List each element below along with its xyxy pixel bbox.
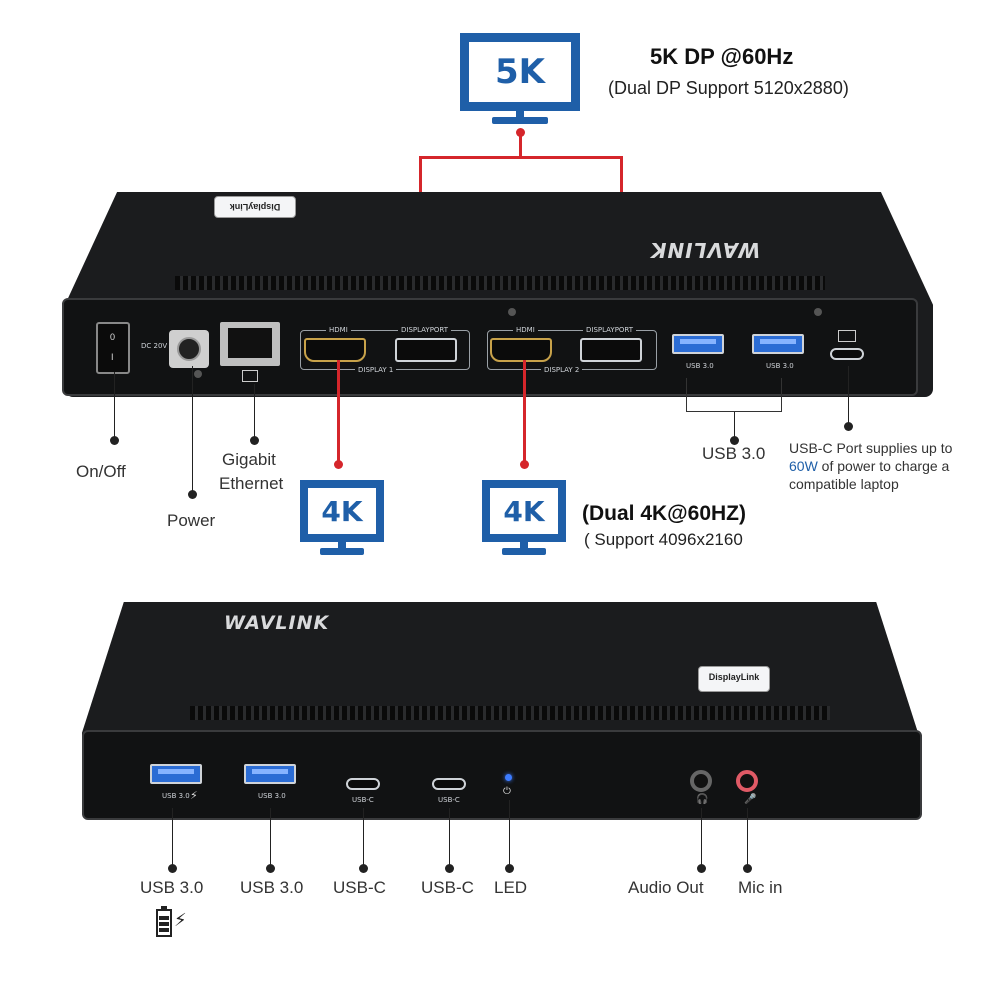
mic-in-jack[interactable] (736, 770, 758, 792)
display1-group-label: DISPLAY 1 (355, 366, 397, 374)
back-usb-label-1: USB 3.0 (686, 362, 714, 370)
power-icon: ⏻ (503, 786, 511, 797)
audio-out-label: Audio Out (628, 878, 704, 897)
displaylink-badge-back: DisplayLink (214, 196, 296, 218)
usbc-power-note-line3: compatible laptop (789, 476, 899, 492)
front-usbc-port-1[interactable] (346, 778, 380, 790)
monitor-4k-left-icon: 4K (300, 480, 384, 556)
led-indicator (505, 774, 512, 781)
back-usb-port-2[interactable] (752, 334, 804, 354)
front-usbc-label-2-callout: USB-C (421, 878, 474, 897)
ethernet-label-line1: Gigabit (222, 450, 276, 469)
right-monitor-title: (Dual 4K@60HZ) (582, 502, 747, 525)
back-usb-port-1[interactable] (672, 334, 724, 354)
back-usbc-port[interactable] (830, 348, 864, 360)
ethernet-label-line2: Ethernet (219, 474, 284, 493)
usbc-power-wattage: 60W (789, 458, 818, 474)
ethernet-icon (242, 370, 258, 382)
display2-hdmi-label: HDMI (513, 326, 538, 334)
connector-dot (516, 128, 525, 137)
front-usbc-port-2[interactable] (432, 778, 466, 790)
front-usb-port-2[interactable] (244, 764, 296, 784)
mic-in-label: Mic in (738, 878, 783, 897)
front-usbc-label-1: USB-C (352, 796, 374, 804)
display2-dp-label: DISPLAYPORT (583, 326, 637, 334)
display1-hdmi-port[interactable] (304, 338, 366, 362)
usb30-back-label: USB 3.0 (702, 444, 766, 463)
display2-group-label: DISPLAY 2 (541, 366, 583, 374)
front-usb-label-2: USB 3.0 (258, 792, 286, 800)
monitor-4k-right-icon: 4K (482, 480, 566, 556)
top-monitor-subtitle: (Dual DP Support 5120x2880) (608, 78, 849, 98)
monitor-5k-label: 5K (460, 33, 580, 111)
microphone-icon: 🎤 (744, 794, 757, 805)
charge-bolt-icon: ⚡ (190, 790, 198, 802)
headphone-icon: 🎧 (696, 794, 709, 805)
display2-displayport[interactable] (580, 338, 642, 362)
right-monitor-subtitle: ( Support 4096x2160 (584, 530, 743, 549)
display2-hdmi-port[interactable] (490, 338, 552, 362)
top-monitor-title: 5K DP @60Hz (650, 44, 794, 69)
monitor-4k-right-label: 4K (482, 480, 566, 542)
usbc-power-note-line2: of power to charge a (817, 458, 950, 474)
front-usb30-label-2: USB 3.0 (240, 878, 304, 897)
display1-hdmi-label: HDMI (326, 326, 351, 334)
laptop-charge-icon (838, 330, 856, 342)
onoff-label: On/Off (76, 462, 126, 481)
front-usb30-label-1: USB 3.0 (140, 878, 204, 897)
front-usb-label-1: USB 3.0 (162, 792, 190, 800)
front-usbc-label-1-callout: USB-C (333, 878, 386, 897)
power-switch[interactable]: 0 I (96, 322, 130, 374)
usbc-power-note-line1: USB-C Port supplies up to (789, 440, 953, 456)
monitor-5k-icon: 5K (460, 33, 580, 125)
displaylink-badge-front: DisplayLink (698, 666, 770, 692)
display1-dp-label: DISPLAYPORT (398, 326, 452, 334)
wavlink-logo-back: WAVLINK (650, 238, 761, 262)
wavlink-logo-front: WAVLINK (224, 612, 330, 634)
dc-power-jack[interactable] (169, 330, 209, 368)
front-port-panel (82, 730, 922, 820)
front-usbc-label-2: USB-C (438, 796, 460, 804)
power-label: Power (167, 511, 216, 530)
audio-out-jack[interactable] (690, 770, 712, 792)
ethernet-port[interactable] (220, 322, 280, 366)
back-usb-label-2: USB 3.0 (766, 362, 794, 370)
display1-displayport[interactable] (395, 338, 457, 362)
battery-charging-icon: ⚡ (156, 906, 190, 938)
dc-label: DC 20V (141, 342, 168, 350)
led-label: LED (494, 878, 528, 897)
monitor-4k-left-label: 4K (300, 480, 384, 542)
front-usb-port-1[interactable] (150, 764, 202, 784)
